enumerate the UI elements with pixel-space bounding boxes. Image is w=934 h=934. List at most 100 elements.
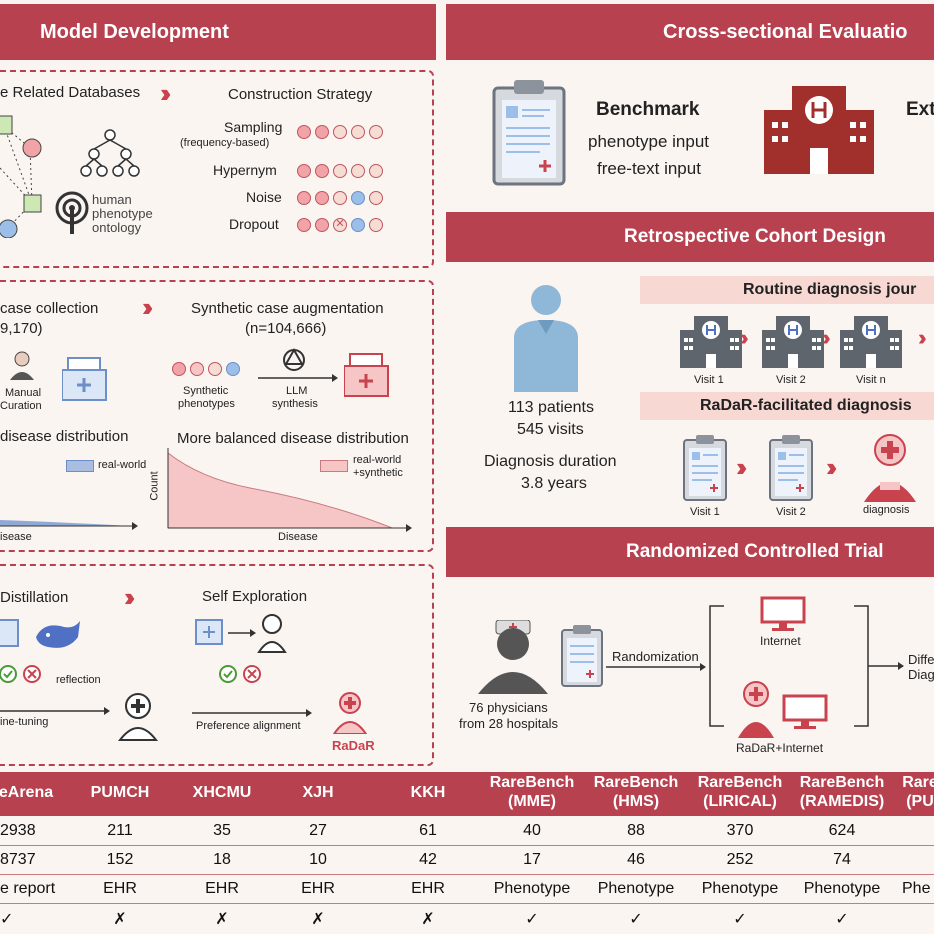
duration-label: Diagnosis duration	[484, 453, 617, 470]
chevron-right-icon: ››	[826, 452, 838, 482]
table-cell: 46	[627, 851, 645, 868]
internet-label: Internet	[760, 634, 801, 648]
hierarchy-icon	[80, 129, 140, 177]
doctor-outline-icon	[257, 614, 287, 653]
table-cell: ✗	[215, 911, 229, 928]
table-cell: 42	[419, 851, 437, 868]
augmentation-title: Synthetic case augmentation	[191, 300, 384, 317]
table-cell: EHR	[103, 880, 137, 897]
clipboard-icon	[561, 625, 603, 687]
radar-internet-label: RaDaR+Internet	[736, 741, 824, 755]
table-row-divider	[0, 903, 934, 904]
table-cell: 17	[523, 851, 541, 868]
curation-label: Curation	[0, 400, 42, 412]
table-cell: 88	[627, 822, 645, 839]
augmentation-count: (n=104,666)	[245, 320, 327, 337]
arrow-icon	[0, 707, 110, 715]
table-header-cell: (MME)	[508, 793, 556, 810]
table-cell: EHR	[411, 880, 445, 897]
chevron-right-icon: ››	[160, 78, 172, 108]
right-dist-title: More balanced disease distribution	[177, 430, 409, 447]
self-exploration-title: Self Exploration	[202, 588, 308, 605]
routine-label: Routine diagnosis jour	[743, 281, 917, 298]
table-cell: Phenotype	[701, 880, 779, 897]
left-dist-axis: isease	[0, 531, 32, 543]
table-cell: 61	[419, 822, 437, 839]
table-cell: ✗	[421, 911, 435, 928]
table-header-cell: Rare	[902, 774, 934, 791]
table-cell: Phenotype	[493, 880, 571, 897]
network-graph-icon	[0, 115, 42, 238]
hpo-text-2: phenotype	[92, 206, 153, 221]
hypernym-dots	[297, 164, 383, 178]
table-cell: ✓	[835, 911, 849, 928]
routine-visit-n: Visit n	[856, 374, 886, 386]
clipboard-icon	[682, 432, 728, 507]
table-cell: ✓	[0, 911, 14, 928]
radar-visit-1: Visit 1	[690, 506, 720, 518]
dropout-dots: ✕	[297, 218, 383, 232]
databases-title: e Related Databases	[0, 84, 141, 101]
check-icon	[219, 665, 237, 683]
table-cell: 8737	[0, 851, 36, 868]
synthetic-label: Synthetic	[183, 385, 229, 397]
physician-icon	[478, 620, 548, 694]
phenotypes-label: phenotypes	[178, 398, 235, 410]
doctor-icon	[117, 693, 159, 741]
table-cell: 18	[213, 851, 231, 868]
table-cell: 211	[107, 822, 133, 839]
table-cell: 35	[213, 822, 231, 839]
table-cell: ✓	[733, 911, 747, 928]
hypernym-label: Hypernym	[213, 162, 277, 178]
hpo-text-1: human	[92, 192, 132, 207]
visits-count: 545 visits	[517, 421, 584, 438]
monitor-icon	[760, 596, 806, 631]
right-legend-label-1: real-world	[353, 454, 402, 466]
check-icon	[0, 665, 17, 683]
clipboard-icon	[768, 432, 814, 507]
rct-flow-lines	[606, 605, 904, 727]
table-cell: 27	[309, 822, 327, 839]
duration-years: 3.8 years	[521, 475, 587, 492]
table-header-cell: XHCMU	[192, 784, 252, 801]
diagnosis-doctor-icon	[862, 432, 918, 507]
medical-folder-icon	[62, 357, 107, 401]
hospital-icon	[764, 86, 874, 174]
cases-panel	[0, 280, 434, 552]
disease-xlabel: Disease	[278, 531, 318, 543]
table-header-cell: (PU	[906, 793, 934, 810]
table-header-cell: (LIRICAL)	[703, 793, 777, 810]
noise-label: Noise	[246, 189, 282, 205]
hpo-logo-icon	[55, 191, 89, 234]
left-legend-swatch	[66, 460, 94, 472]
table-row-divider	[0, 874, 934, 875]
radar-doctor-icon	[332, 692, 368, 734]
radar-doctor-icon	[738, 681, 774, 738]
model-development-header: Model Development	[0, 4, 436, 60]
patient-icon	[514, 285, 578, 392]
radar-diagnosis-bar: RaDaR-facilitated diagnosis	[640, 392, 934, 420]
table-header-cell: (HMS)	[612, 793, 660, 810]
sampling-sub: (frequency-based)	[180, 137, 270, 149]
table-cell: EHR	[205, 880, 239, 897]
routine-visit-1: Visit 1	[694, 374, 724, 386]
document-icon	[195, 619, 223, 645]
routine-bar: Routine diagnosis jour	[640, 276, 934, 304]
table-cell: e report	[0, 880, 56, 897]
cross-sectional-header: Cross-sectional Evaluatio	[446, 4, 934, 60]
radar-diagnosis-label: RaDaR-facilitated diagnosis	[700, 397, 912, 414]
table-header-row	[0, 772, 934, 816]
diff-label: Diffe	[908, 652, 934, 667]
table-header-cell: RareBench	[799, 774, 885, 791]
table-cell: 152	[106, 851, 134, 868]
table-cell: 370	[726, 822, 754, 839]
physicians-count: 76 physicians	[469, 700, 548, 715]
table-cell: 624	[828, 822, 856, 839]
preference-label: Preference alignment	[196, 720, 301, 732]
table-cell: 2938	[0, 822, 36, 839]
table-cell: 40	[523, 822, 541, 839]
routine-visit-2: Visit 2	[776, 374, 806, 386]
table-header-cell: RareBench	[593, 774, 679, 791]
monitor-icon	[782, 694, 828, 729]
randomization-label: Randomization	[612, 649, 699, 664]
